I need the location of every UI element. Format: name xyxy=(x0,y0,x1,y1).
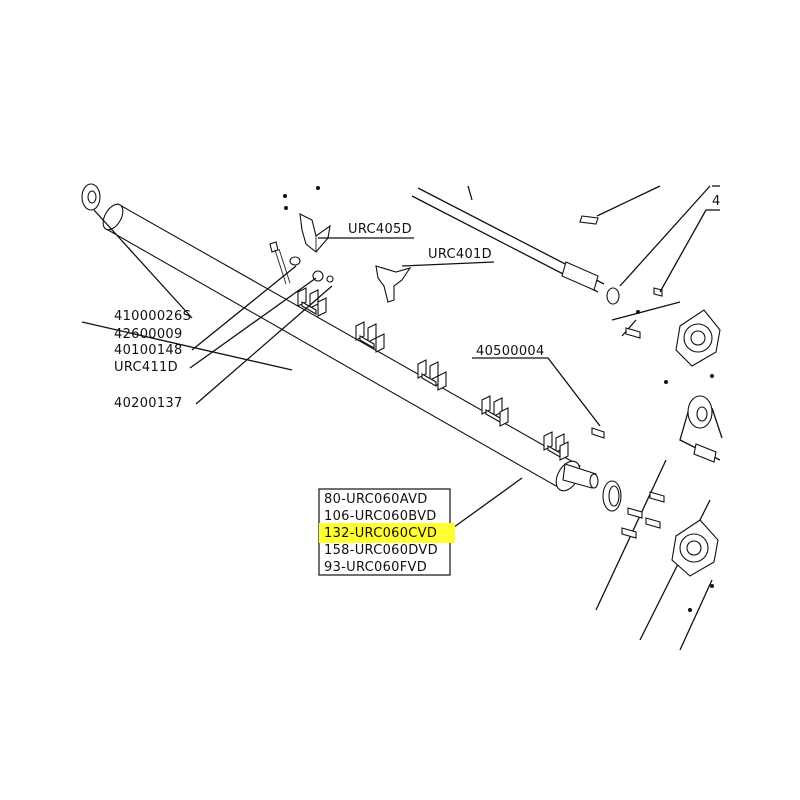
variant-item: 158-URC060DVD xyxy=(324,543,438,558)
drive-shaft xyxy=(411,185,620,305)
blade-brackets xyxy=(297,287,569,461)
key-40500004 xyxy=(591,427,605,439)
bolt-40100148 xyxy=(269,241,301,285)
washer-41000026S xyxy=(81,183,101,211)
label-edge-4: 4 xyxy=(712,194,721,209)
blade-urc405d xyxy=(299,213,331,253)
variants-box: 80-URC060AVD 106-URC060BVD 132-URC060CVD… xyxy=(318,488,455,576)
seal-ring xyxy=(602,480,622,512)
variant-item: 80-URC060AVD xyxy=(324,492,428,507)
label-40200137: 40200137 xyxy=(114,396,183,411)
label-urc411d: URC411D xyxy=(114,360,178,375)
bearing-flange-lower xyxy=(671,519,719,577)
label-41000026s: 41000026S xyxy=(114,309,191,324)
label-42600009: 42600009 xyxy=(114,327,183,342)
blade-urc401d xyxy=(375,265,412,303)
label-40100148: 40100148 xyxy=(114,343,183,358)
leader-lines xyxy=(81,185,720,531)
right-bolts xyxy=(621,287,714,612)
label-urc405d: URC405D xyxy=(348,222,412,237)
variant-highlight xyxy=(319,523,455,543)
variant-item-highlighted: 132-URC060CVD xyxy=(324,526,437,541)
variant-item: 93-URC060FVD xyxy=(324,560,427,575)
part-labels: URC405D URC401D 41000026S 42600009 40100… xyxy=(114,194,721,411)
bearing-flange-upper xyxy=(675,309,721,367)
label-40500004: 40500004 xyxy=(476,344,545,359)
spacer-urc411d xyxy=(312,270,334,283)
variant-item: 106-URC060BVD xyxy=(324,509,437,524)
hardware-dots xyxy=(283,186,320,210)
label-urc401d: URC401D xyxy=(428,247,492,262)
